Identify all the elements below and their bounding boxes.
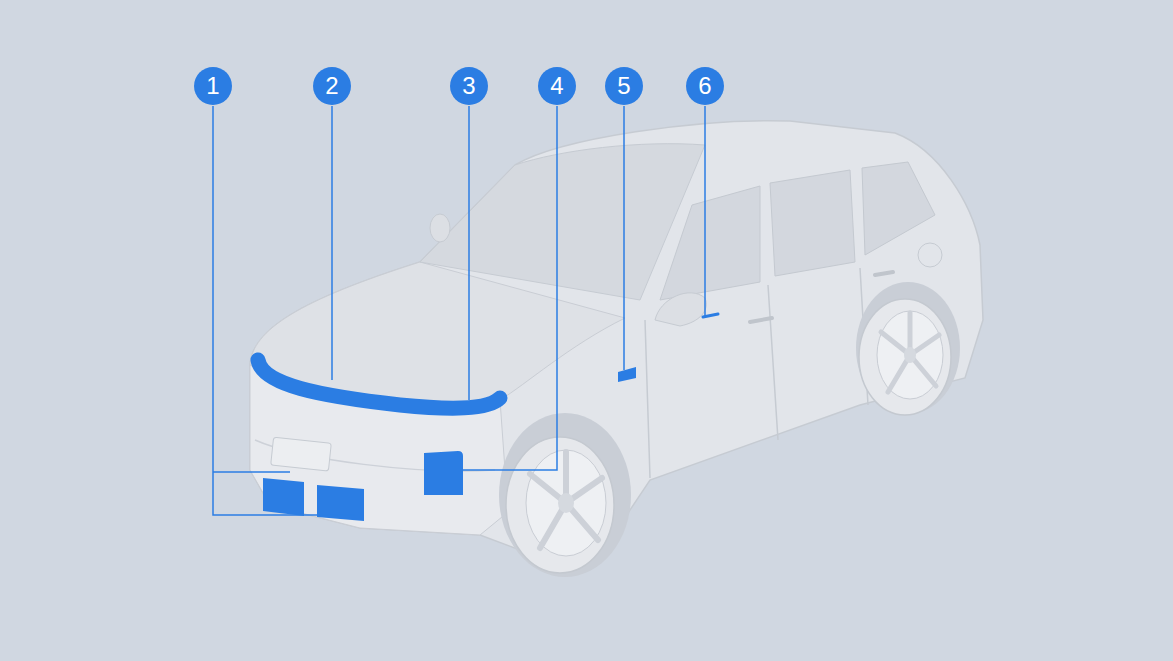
side-window (770, 170, 855, 276)
callout-number: 5 (617, 74, 630, 98)
light-band (258, 360, 500, 408)
corner-sensor (424, 451, 463, 495)
mirror (430, 214, 450, 242)
front-wheel (506, 437, 614, 573)
mirror (655, 293, 706, 326)
callout-circle: 4 (538, 67, 576, 105)
callout-number: 6 (698, 74, 711, 98)
callout-circle: 2 (313, 67, 351, 105)
rear-wheel (859, 299, 951, 415)
side-window (862, 162, 935, 255)
callout-number: 4 (550, 74, 563, 98)
plate (271, 437, 332, 471)
callout-number: 1 (206, 74, 219, 98)
callout-number: 2 (325, 74, 338, 98)
wheel-arch (499, 413, 631, 577)
callout-number: 3 (462, 74, 475, 98)
wheel-arch (856, 282, 960, 414)
radar-part (263, 478, 304, 516)
charge-door (918, 243, 942, 267)
windshield (420, 144, 705, 300)
callout-circle: 6 (686, 67, 724, 105)
callout-circle: 3 (450, 67, 488, 105)
callout-circle: 5 (605, 67, 643, 105)
leader-line (213, 106, 705, 515)
side-window (660, 186, 760, 300)
callout-circle: 1 (194, 67, 232, 105)
side-camera (618, 367, 636, 382)
door-line (645, 268, 868, 478)
